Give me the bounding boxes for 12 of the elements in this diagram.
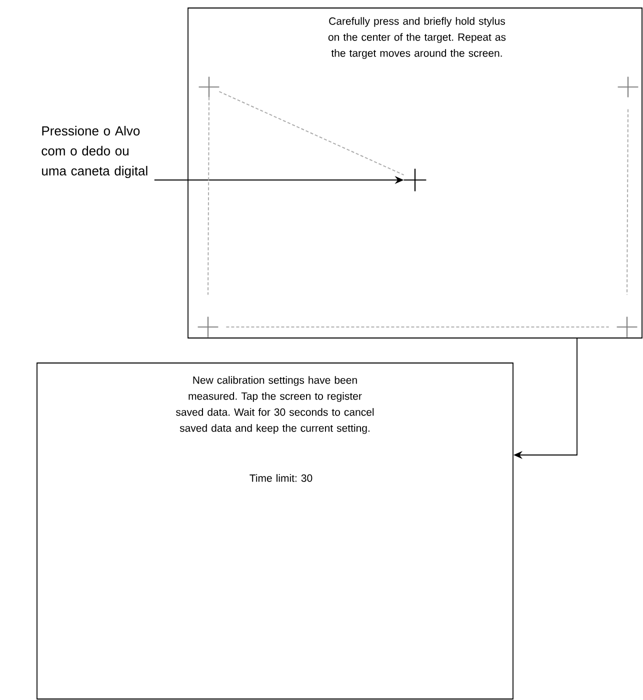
dashed-path [218,91,404,176]
screen-box: New calibration settings have been measured. Tap the screen to register saved data. Wait for 30 seconds to cancel saved data and keep the current setting. Time limit: 30 [36,362,514,700]
dashed-path [226,326,610,328]
target-cross [617,76,639,98]
screen-box: Carefully press and briefly hold stylus on the center of the target. Repeat as the target moves around the screen. [188,8,642,338]
target-cross [197,316,219,338]
target-cross [198,76,220,98]
dashed-path [626,108,628,296]
instruction-text: Pressione o Alvo com o dedo ou uma caneta digital [42,126,148,178]
dashed-path [208,96,210,296]
target-cross [616,316,638,338]
target-cross [403,168,427,192]
